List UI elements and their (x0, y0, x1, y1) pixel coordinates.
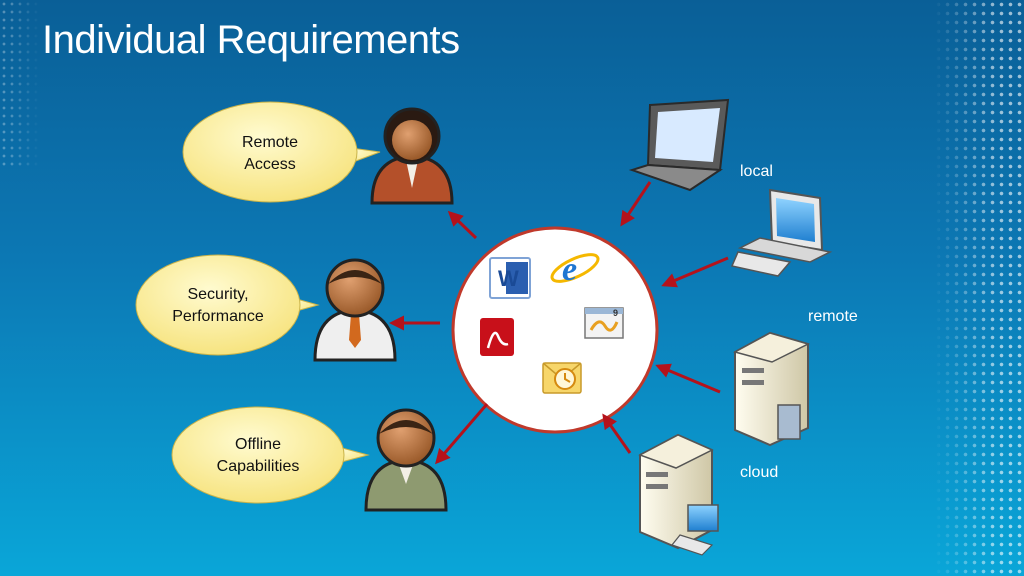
speech-bubble-remote-access (182, 101, 381, 203)
label-remote: remote (808, 308, 858, 325)
page-title: Individual Requirements (42, 18, 460, 62)
arrow-from-cloud-server (602, 413, 632, 454)
bubble-line: Capabilities (216, 458, 300, 475)
laptop-icon (628, 98, 730, 192)
ie-icon: e (550, 251, 600, 288)
word-icon: W (489, 257, 531, 299)
user-icon (364, 408, 448, 512)
user-icon (370, 107, 454, 205)
svg-text:9: 9 (613, 308, 618, 318)
svg-text:W: W (498, 266, 519, 291)
server-icon (732, 331, 811, 447)
arrow-from-laptop (620, 181, 652, 227)
pdf-icon (480, 318, 514, 356)
bubble-line: Security, (187, 286, 249, 303)
svg-text:e: e (562, 251, 577, 288)
label-cloud: cloud (740, 464, 779, 481)
outlook-icon (542, 362, 582, 394)
speech-bubble-offline (171, 406, 370, 504)
bubble-line: Offline (235, 436, 281, 453)
bubble-line: Performance (172, 308, 264, 325)
server-icon (638, 433, 719, 556)
remote-access-text: Remote Access (200, 132, 340, 176)
label-local: local (740, 163, 773, 180)
desktop-icon (730, 188, 833, 277)
bubble-line: Access (244, 156, 296, 173)
arrow-to-offline (435, 403, 489, 465)
arrow-from-remote-server (655, 363, 721, 394)
user-icon (313, 258, 397, 362)
arrow-from-desktop (661, 256, 729, 288)
bubble-line: Remote (241, 134, 299, 151)
vs-icon: 9 (584, 307, 624, 339)
speech-bubble-security (135, 254, 320, 356)
arrow-to-remote-access (447, 210, 478, 240)
offline-capabilities-text: Offline Capabilities (188, 434, 328, 478)
security-performance-text: Security, Performance (148, 284, 288, 328)
decorative-dots-right (934, 0, 1024, 576)
decorative-dots-left (0, 0, 40, 170)
